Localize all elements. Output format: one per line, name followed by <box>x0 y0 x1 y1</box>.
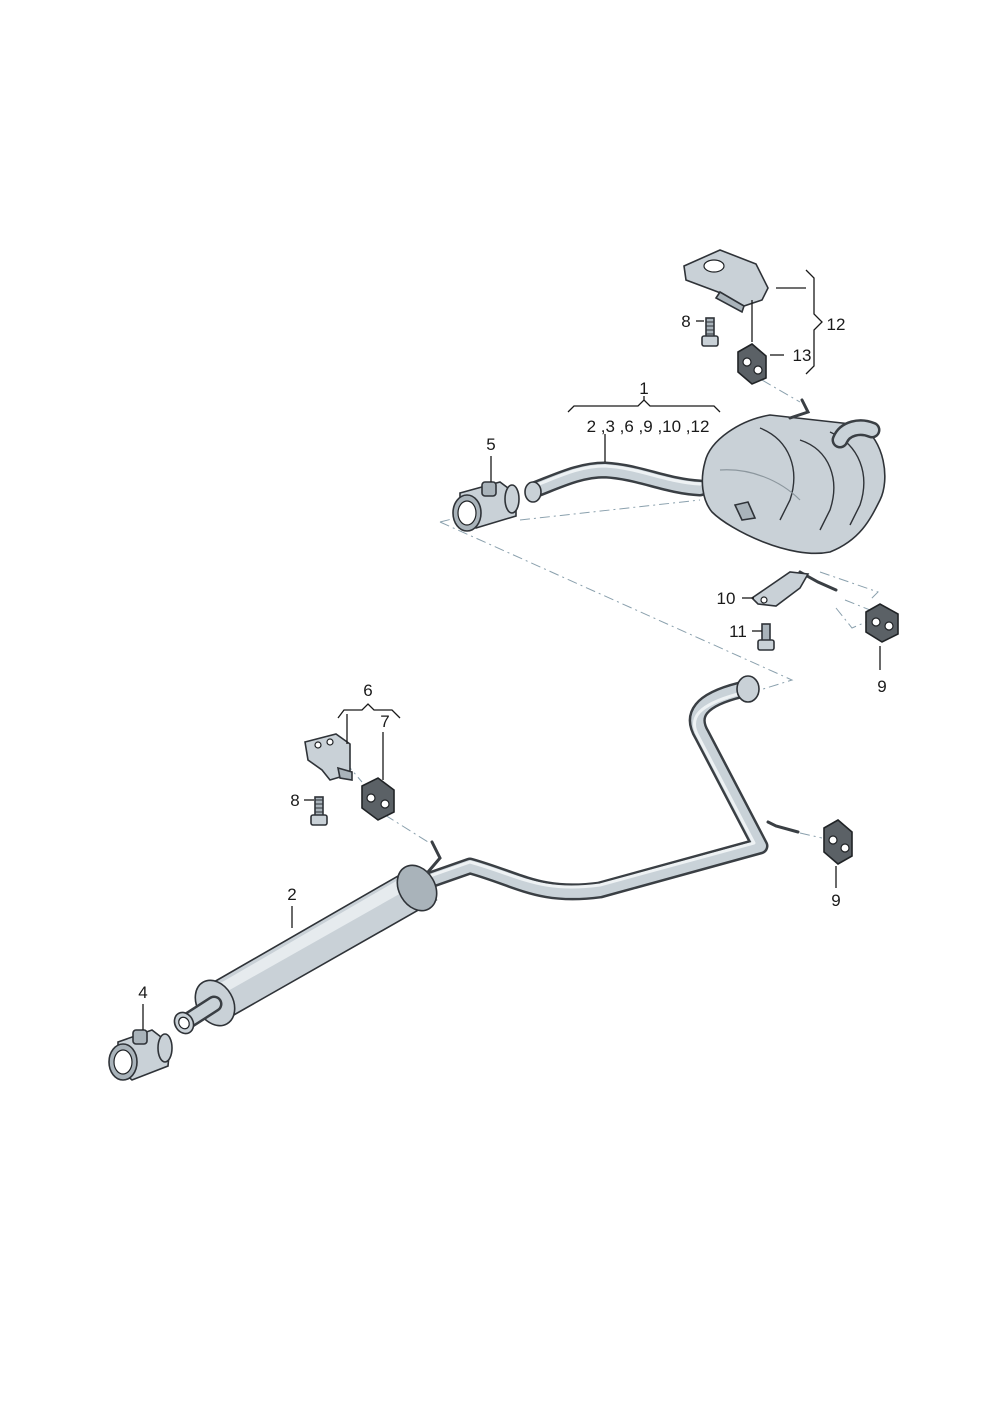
callout-13[interactable]: 13 <box>793 346 812 365</box>
callout-10[interactable]: 10 <box>717 589 736 608</box>
alignment-lines <box>344 379 879 843</box>
callout-labels: 1 2 ,3 ,6 ,9 ,10 ,12 5 2 4 6 7 8 8 9 9 1… <box>138 312 886 1002</box>
bolt-hanger[interactable] <box>757 623 775 651</box>
rubber-hanger-top[interactable] <box>737 343 767 385</box>
pipe-clamp-rear[interactable] <box>452 481 520 532</box>
callout-11[interactable]: 11 <box>729 622 747 641</box>
rear-silencer-pipe[interactable] <box>524 398 886 592</box>
callout-6[interactable]: 6 <box>363 681 372 700</box>
rubber-hanger-rear[interactable] <box>865 603 899 643</box>
leader-lines <box>142 287 881 1030</box>
callout-1[interactable]: 1 <box>639 379 648 398</box>
rubber-hanger-middle[interactable] <box>823 819 853 865</box>
callout-8-front[interactable]: 8 <box>290 791 299 810</box>
callout-12[interactable]: 12 <box>827 315 846 334</box>
callout-1-subparts: 2 ,3 ,6 ,9 ,10 ,12 <box>587 417 710 436</box>
rear-bracket[interactable] <box>683 249 769 314</box>
hanger-bracket[interactable] <box>750 571 810 607</box>
callout-4[interactable]: 4 <box>138 983 147 1002</box>
bolt-rear[interactable] <box>701 317 719 347</box>
front-silencer-pipe[interactable] <box>171 675 800 1037</box>
front-bracket[interactable] <box>304 733 353 781</box>
callout-5[interactable]: 5 <box>486 435 495 454</box>
pipe-clamp-front[interactable] <box>108 1029 173 1081</box>
bolt-front[interactable] <box>310 796 328 826</box>
callout-8-rear[interactable]: 8 <box>681 312 690 331</box>
rubber-hanger-front[interactable] <box>361 777 395 821</box>
callout-7[interactable]: 7 <box>380 712 389 731</box>
callout-9-middle[interactable]: 9 <box>831 891 840 910</box>
callout-9-rear[interactable]: 9 <box>877 677 886 696</box>
callout-2[interactable]: 2 <box>287 885 296 904</box>
